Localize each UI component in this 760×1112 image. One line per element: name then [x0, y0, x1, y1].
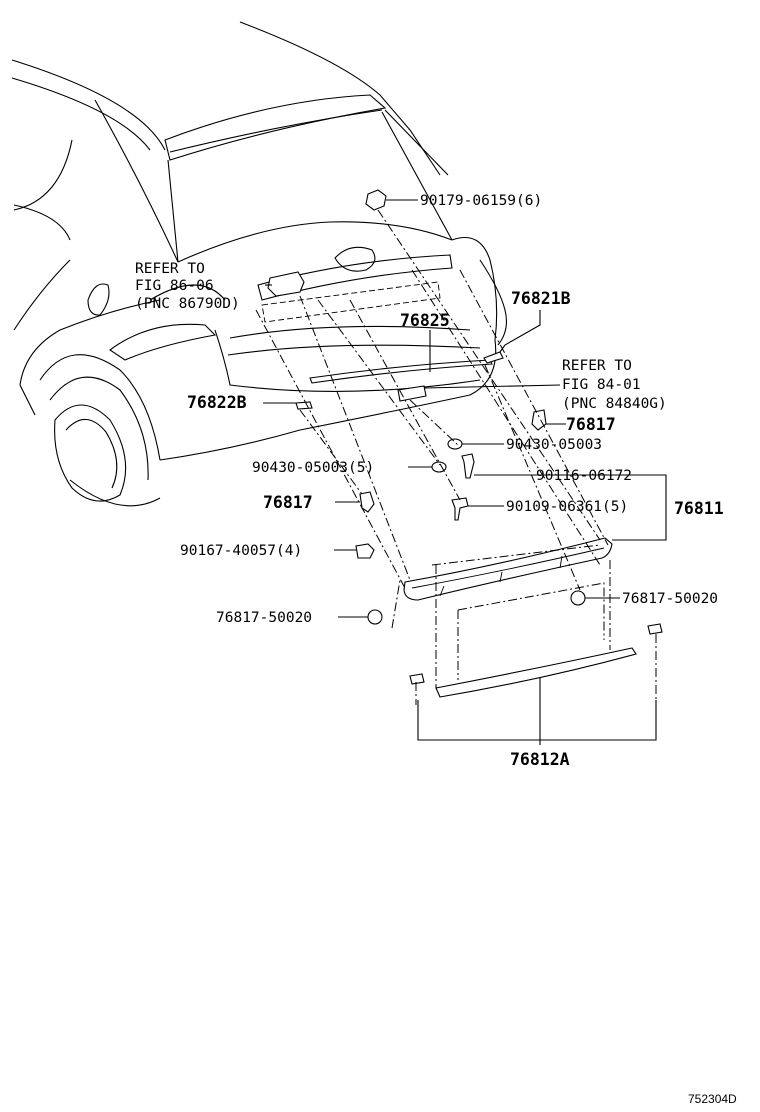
label-90179-06159: 90179-06159(6): [420, 193, 542, 209]
pad-76821b-icon: [483, 351, 504, 364]
washer-90430-right-icon: [447, 438, 463, 450]
pad-76822b-icon: [295, 401, 313, 410]
figure-code: 752304D: [688, 1092, 737, 1106]
molding-76825-icon: [309, 359, 493, 384]
label-76821b: 76821B: [511, 289, 571, 308]
part-shapes: [267, 189, 663, 698]
label-90430-05003-right: 90430-05003: [506, 437, 602, 453]
clip-76817-left-icon: [359, 491, 375, 513]
label-76817-left: 76817: [263, 493, 313, 512]
label-90167-40057: 90167-40057(4): [180, 543, 302, 559]
label-76811: 76811: [674, 499, 724, 518]
clip-90179-icon: [365, 189, 387, 211]
label-76825: 76825: [400, 311, 450, 330]
refer-fig84-line1: REFER TO: [562, 358, 632, 374]
bolt-90116-icon: [461, 453, 475, 479]
refer-fig84-line2: FIG 84-01: [562, 377, 641, 393]
pad-76812a-right-icon: [647, 623, 663, 635]
part-labels: REFER TO FIG 86-06 (PNC 86790D) 90179-06…: [135, 193, 737, 1106]
clip-90167-icon: [355, 543, 375, 559]
label-90109-06361: 90109-06361(5): [506, 499, 628, 515]
label-76817-50020-right: 76817-50020: [622, 591, 718, 607]
label-90430-05003-left: 90430-05003(5): [252, 460, 374, 476]
label-76817-right: 76817: [566, 415, 616, 434]
grommet-76817-50020-left-icon: [367, 609, 383, 625]
license-lamp-84840g-icon: [397, 385, 427, 402]
label-76817-50020-left: 76817-50020: [216, 610, 312, 626]
garnish-76812a-icon: [435, 647, 637, 698]
screw-90109-icon: [451, 497, 469, 521]
refer-fig86-line1: REFER TO: [135, 261, 205, 277]
label-76822b: 76822B: [187, 393, 247, 412]
refer-fig86-line2: FIG 86-06: [135, 278, 214, 294]
refer-fig86-line3: (PNC 86790D): [135, 296, 240, 312]
vehicle-outline: [11, 21, 507, 507]
label-76812a: 76812A: [510, 750, 570, 769]
camera-86790d-icon: [267, 271, 305, 297]
assembly-lines: [255, 209, 657, 705]
grommet-76817-50020-right-icon: [570, 590, 586, 606]
pad-76812a-left-icon: [409, 673, 425, 685]
label-90116-06172: 90116-06172: [536, 468, 632, 484]
leader-lines: [263, 199, 667, 745]
clip-76817-right-icon: [531, 409, 547, 431]
refer-fig84-line3: (PNC 84840G): [562, 396, 667, 412]
